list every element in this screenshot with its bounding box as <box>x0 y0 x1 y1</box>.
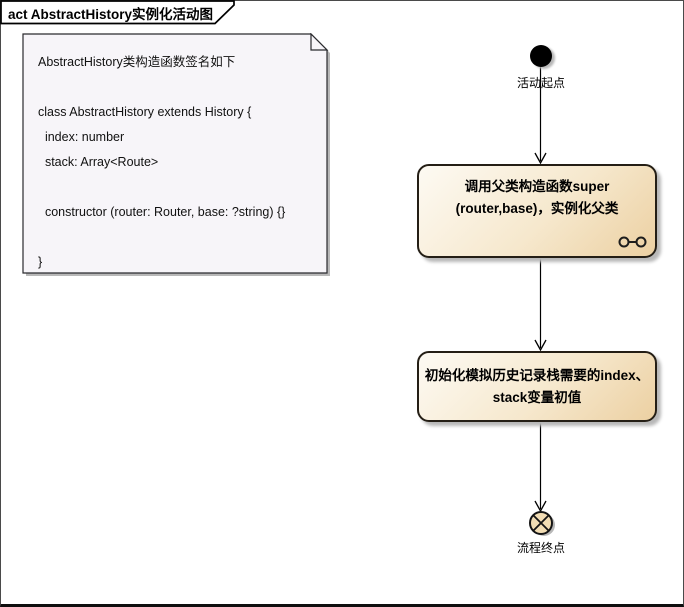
frame-title: act AbstractHistory实例化活动图 <box>8 7 214 22</box>
note-text: AbstractHistory类构造函数签名如下 class AbstractH… <box>38 55 286 269</box>
edge-start-to-action1[interactable] <box>534 66 547 165</box>
action-init-vars[interactable]: 初始化模拟历史记录栈需要的index、 stack变量初值 <box>417 351 657 422</box>
action-call-super[interactable]: 调用父类构造函数super (router,base)，实例化父类 <box>417 164 657 258</box>
action-text-line2: (router,base)，实例化父类 <box>455 201 619 216</box>
note[interactable]: AbstractHistory类构造函数签名如下 class AbstractH… <box>22 33 334 279</box>
note-shape <box>22 33 328 274</box>
action-text-line1: 调用父类构造函数super <box>464 179 610 194</box>
edge-action1-to-action2[interactable] <box>534 258 547 352</box>
action-text-line2: stack变量初值 <box>492 389 582 405</box>
action-text-line1: 初始化模拟历史记录栈需要的index、 <box>424 367 650 383</box>
frame-title-tab <box>0 0 235 25</box>
note-fold-icon <box>310 33 329 51</box>
initial-node[interactable] <box>530 45 552 67</box>
call-behavior-icon <box>618 236 647 248</box>
initial-node-label: 活动起点 <box>516 76 565 90</box>
edge-action2-to-final[interactable] <box>534 422 547 513</box>
flow-final-x-icon <box>532 514 550 532</box>
frame-tab-shape <box>0 0 235 25</box>
flow-final-label: 流程终点 <box>516 541 565 555</box>
flow-final-node[interactable] <box>527 509 561 543</box>
